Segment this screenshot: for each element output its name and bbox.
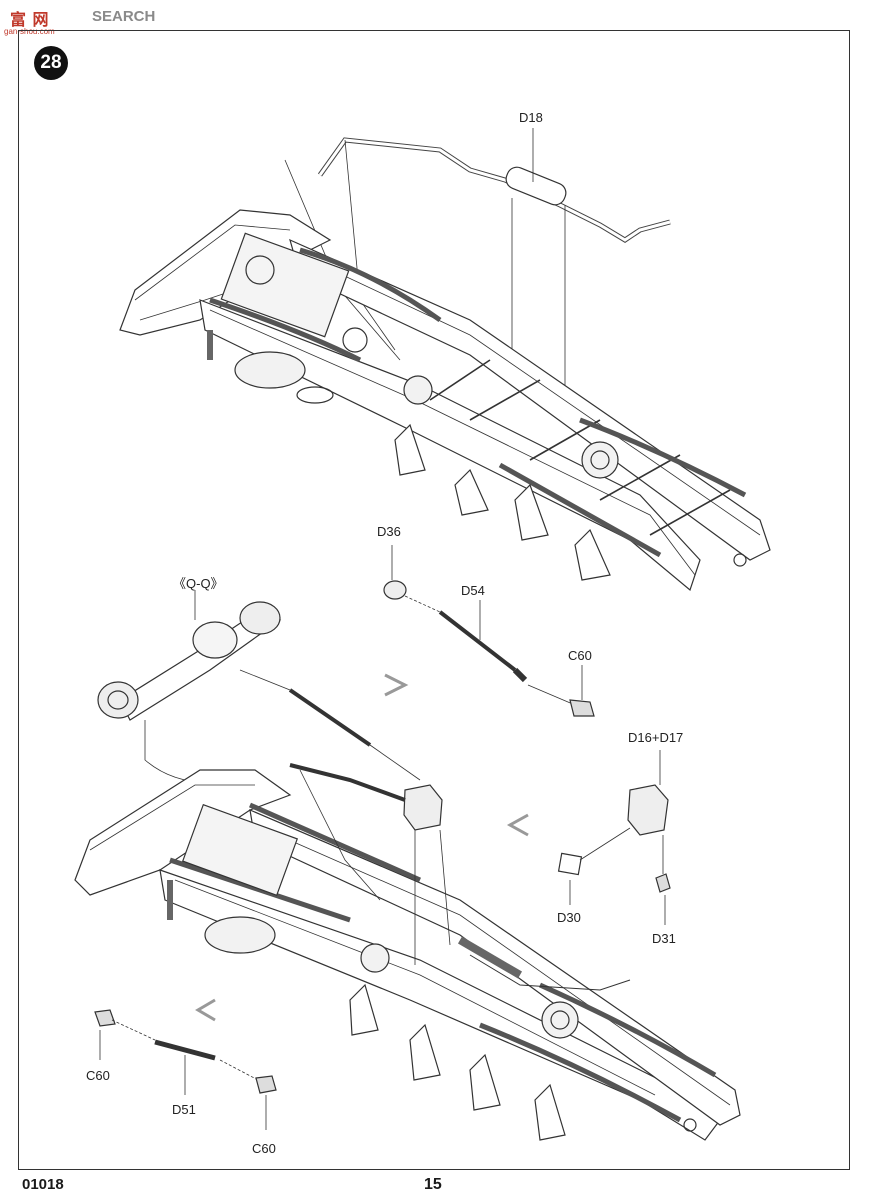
part-d31	[656, 874, 670, 892]
step-number-badge: 28	[34, 46, 68, 80]
part-d51	[155, 1042, 215, 1058]
part-d16-d17	[628, 785, 668, 835]
lower-chassis-drawing	[75, 770, 740, 1140]
driveshaft-parts	[198, 545, 594, 1020]
label-d36: D36	[377, 524, 401, 539]
part-d36	[384, 581, 406, 599]
lower-driveshaft-parts	[95, 1010, 276, 1130]
label-d16-d17: D16+D17	[628, 730, 684, 745]
front-bumper	[120, 210, 330, 335]
label-d30: D30	[557, 910, 581, 925]
part-c60-left	[95, 1010, 115, 1026]
label-d18: D18	[519, 110, 543, 125]
label-c60-top: C60	[568, 648, 592, 663]
direction-arrow-1	[385, 675, 405, 695]
label-d31: D31	[652, 931, 676, 946]
part-c60-top	[570, 700, 594, 716]
label-c60-left: C60	[86, 1068, 110, 1083]
part-d30	[559, 853, 582, 874]
watermark-url: gan-shou.com	[4, 27, 55, 36]
axle-qq-drawing	[98, 590, 670, 925]
watermark-search: SEARCH	[92, 8, 156, 25]
label-c60-bottom: C60	[252, 1141, 276, 1156]
label-qq: 《Q-Q》	[173, 576, 224, 591]
page-frame	[18, 30, 850, 1170]
leaf-spring-rear	[500, 465, 660, 555]
upper-chassis-drawing	[120, 128, 770, 590]
exhaust-pipe	[320, 140, 670, 240]
page-number: 15	[424, 1176, 442, 1193]
product-code: 01018	[22, 1176, 64, 1193]
label-d54: D54	[461, 583, 485, 598]
watermark-logo: 富 网 SEARCH gan-shou.com	[4, 4, 174, 38]
label-d51: D51	[172, 1102, 196, 1117]
leaf-spring-front	[210, 300, 360, 360]
engine-block	[221, 233, 348, 336]
part-d54	[440, 612, 515, 670]
direction-arrow-3	[198, 1000, 215, 1020]
direction-arrow-2	[510, 815, 528, 835]
watermark-brand: 富 网	[10, 12, 50, 29]
part-c60-bottom	[256, 1076, 276, 1093]
muffler	[503, 164, 569, 208]
